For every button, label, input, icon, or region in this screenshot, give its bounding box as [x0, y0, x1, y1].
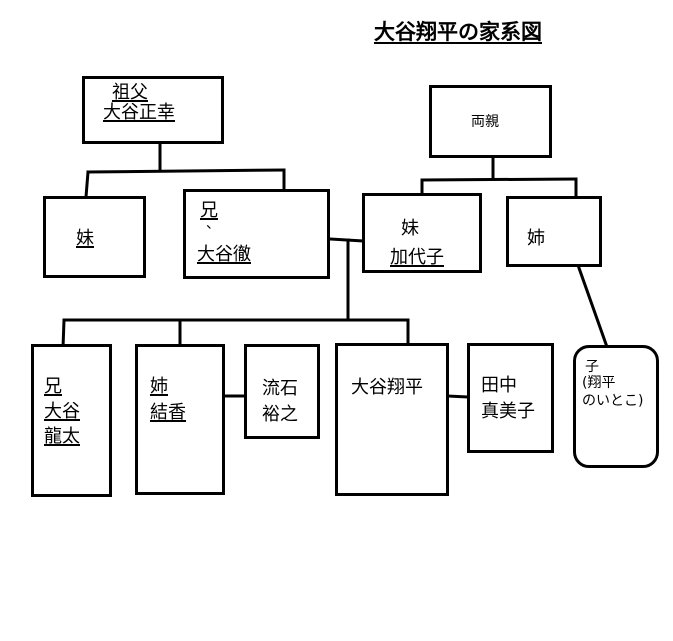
line-to-aunt-younger — [84, 170, 90, 199]
aunt-elder-relation: 姉 — [527, 228, 545, 249]
shohei-name: 大谷翔平 — [351, 377, 423, 398]
brother-box — [31, 344, 112, 497]
wife-box — [467, 343, 554, 453]
cousin-line1: 子 — [585, 359, 599, 375]
shohei-box — [335, 343, 449, 496]
diagram-title: 大谷翔平の家系図 — [374, 20, 542, 44]
father-name: 大谷徹 — [197, 244, 251, 265]
line-aunt-to-cousin — [577, 266, 609, 349]
line-grandfather-children-bar — [86, 168, 286, 174]
grandfather-box — [82, 76, 224, 144]
aunt-younger-relation: 妹 — [76, 228, 94, 249]
sister-name: 結香 — [150, 402, 186, 423]
grandfather-relation: 祖父 — [112, 82, 148, 103]
mother-box — [362, 193, 482, 273]
brother-name-line1: 大谷 — [44, 401, 80, 422]
line-parents-children-bar — [420, 177, 578, 182]
line-marriage-shohei-wife — [445, 394, 471, 399]
sister-box — [135, 344, 225, 495]
line-to-brother — [61, 318, 66, 350]
aunt-elder-box — [506, 196, 602, 267]
father-relation: 兄 — [200, 200, 218, 221]
cousin-line2: (翔平 — [582, 375, 616, 391]
wife-line2: 真美子 — [481, 401, 535, 422]
cousin-line3: のいとこ) — [582, 393, 644, 409]
brother-name-line2: 龍太 — [44, 426, 80, 447]
aunt-younger-box — [43, 196, 146, 278]
sister-spouse-line1: 流石 — [262, 378, 298, 399]
brother-relation: 兄 — [44, 376, 62, 397]
father-box — [183, 189, 330, 279]
father-mark: 、 — [206, 216, 220, 232]
mother-name: 加代子 — [390, 247, 444, 268]
cousin-box — [573, 345, 659, 468]
sister-relation: 姉 — [150, 376, 168, 397]
sister-spouse-line2: 裕之 — [262, 404, 298, 425]
wife-line1: 田中 — [481, 375, 517, 396]
grandfather-name: 大谷正幸 — [103, 102, 175, 123]
sister-spouse-box — [244, 344, 320, 439]
parents-label: 両親 — [471, 114, 499, 130]
mother-relation: 妹 — [401, 218, 419, 239]
parents-box — [429, 85, 552, 158]
